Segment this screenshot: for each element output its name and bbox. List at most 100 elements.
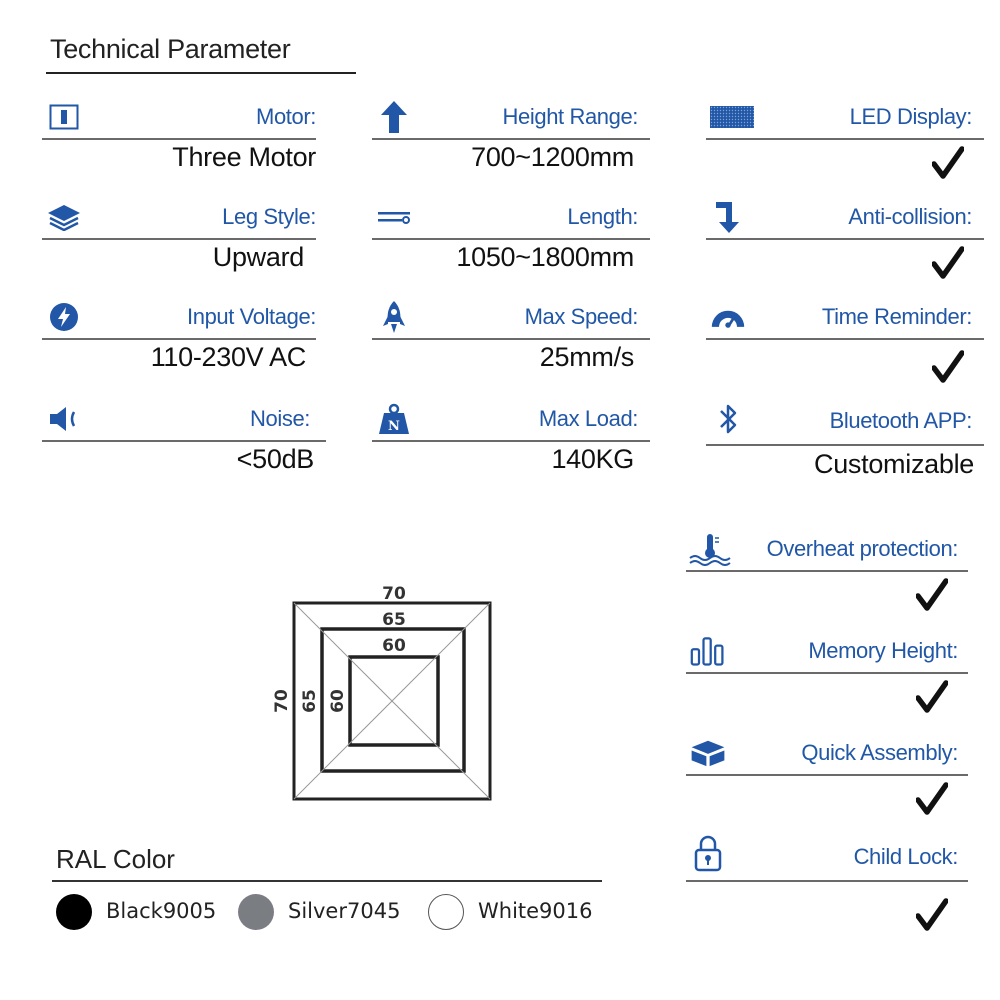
divider [686,672,968,674]
param-leg-style: Leg Style: Upward [42,198,316,288]
rocket-icon [376,301,412,333]
dim-middle-top: 65 [382,610,406,630]
param-anti-collision: Anti-collision: [706,198,984,288]
param-time-reminder: Time Reminder: [706,298,984,388]
bluetooth-value: Customizable [814,449,974,479]
divider [706,444,984,446]
bar-chart-icon [690,636,726,666]
lightning-icon [46,302,82,332]
swatch-label-white: White9016 [478,899,593,923]
bluetooth-label: Bluetooth APP: [829,408,973,433]
divider [686,880,968,882]
check-icon [916,782,948,815]
length-label: Length: [567,204,638,229]
param-bluetooth: Bluetooth APP: Customizable [706,400,984,490]
led-display-label: LED Display: [849,104,973,129]
swatch-label-black: Black9005 [106,899,217,923]
check-icon [916,680,948,713]
noise-value: <50dB [236,444,315,474]
leg-style-label: Leg Style: [222,204,316,229]
noise-label: Noise: [250,406,310,431]
check-icon [932,246,964,279]
svg-text:N: N [388,419,400,434]
check-icon [932,350,964,383]
max-load-value: 140KG [551,444,634,474]
param-length: Length: 1050~1800mm [372,198,650,288]
param-noise: Noise: <50dB [42,400,326,490]
check-icon [932,146,964,179]
check-icon [916,898,948,931]
memory-height-label: Memory Height: [808,638,958,663]
thermometer-icon [688,534,732,566]
param-max-speed: Max Speed: 25mm/s [372,298,650,388]
swatch-label-silver: Silver7045 [288,899,401,923]
leg-style-value: Upward [212,242,305,272]
dim-outer-side: 70 [272,689,292,713]
bluetooth-icon [710,404,746,434]
led-display-icon [710,102,754,132]
length-value: 1050~1800mm [456,242,634,272]
child-lock-label: Child Lock: [853,844,959,869]
ral-color-title: RAL Color [56,844,175,874]
weight-icon: N [376,403,412,434]
layers-icon [46,202,82,232]
motor-label: Motor: [256,104,316,129]
dim-inner-top: 60 [382,636,406,656]
param-overheat: Overheat protection: [686,530,968,620]
dim-outer-top: 70 [382,584,406,604]
swatch-black [56,894,92,930]
leg-cross-section-diagram: 70 65 60 70 65 60 [272,584,492,801]
quick-assembly-label: Quick Assembly: [801,740,958,765]
length-icon [376,202,412,232]
lock-icon [690,835,726,872]
motor-value: Three Motor [172,142,316,172]
divider [372,338,650,340]
divider [706,138,984,140]
input-voltage-value: 110-230V AC [150,342,307,372]
divider [706,338,984,340]
divider [372,238,650,240]
gauge-icon [710,302,746,332]
max-load-label: Max Load: [538,406,639,431]
divider [372,440,650,442]
param-height-range: Height Range: 700~1200mm [372,98,650,188]
inner-square [348,655,440,747]
divider [706,238,984,240]
param-max-load: N Max Load: 140KG [372,400,650,490]
box-icon [690,738,726,768]
max-speed-value: 25mm/s [539,342,635,372]
divider [42,338,316,340]
param-input-voltage: Input Voltage: 110-230V AC [42,298,316,388]
middle-square [320,627,466,773]
ral-underline [52,880,602,882]
arrow-up-icon [376,101,412,133]
divider [42,440,326,442]
param-quick-assembly: Quick Assembly: [686,734,968,824]
motor-icon [46,102,82,132]
swatch-silver [238,894,274,930]
anti-collision-label: Anti-collision: [848,204,972,229]
height-range-value: 700~1200mm [471,142,634,172]
param-memory-height: Memory Height: [686,632,968,722]
divider [372,138,650,140]
outer-square [292,601,492,801]
overheat-label: Overheat protection: [766,536,959,561]
divider [42,238,316,240]
input-voltage-label: Input Voltage: [187,304,316,329]
title-underline [46,72,356,74]
time-reminder-label: Time Reminder: [821,304,972,329]
check-icon [916,578,948,611]
swatch-white [428,894,464,930]
divider [42,138,316,140]
divider [686,570,968,572]
turn-down-arrow-icon [710,202,746,233]
param-child-lock: Child Lock: [686,835,968,938]
param-led-display: LED Display: [706,98,984,188]
page-title: Technical Parameter [50,34,291,64]
param-motor: Motor: Three Motor [42,98,316,188]
dim-inner-side: 60 [328,689,348,713]
speaker-icon [46,404,82,434]
max-speed-label: Max Speed: [524,304,639,329]
divider [686,774,968,776]
height-range-label: Height Range: [502,104,639,129]
